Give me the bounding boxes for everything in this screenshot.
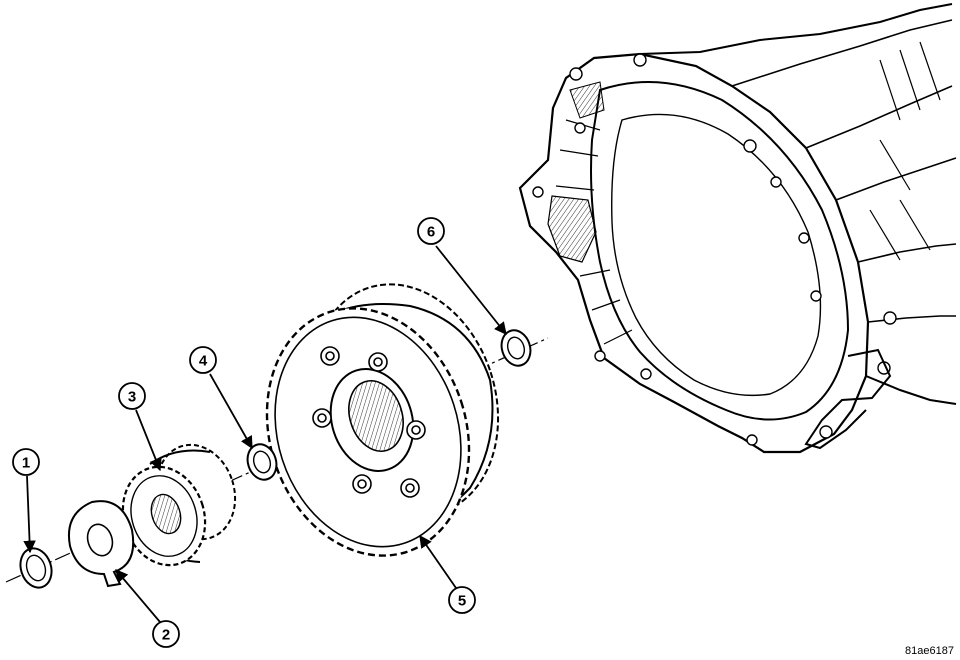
callout-1: 1 (12, 448, 40, 476)
leader-arrows (23, 245, 507, 623)
sun-gear (121, 443, 237, 567)
callout-2: 2 (152, 620, 180, 648)
leader-arrow-6 (435, 245, 507, 335)
callout-label-2: 2 (162, 627, 170, 644)
thrust-washer-6 (500, 329, 532, 367)
figure-id-label: 81ae6187 (905, 645, 954, 657)
leader-arrow-4 (209, 373, 253, 450)
callout-label-3: 3 (128, 389, 136, 406)
snap-ring-1 (19, 547, 53, 589)
callout-label-6: 6 (427, 224, 435, 241)
callout-6: 6 (417, 217, 445, 245)
callout-3: 3 (118, 382, 146, 410)
planetary-gear-carrier (265, 283, 500, 557)
thrust-washer (68, 500, 135, 588)
leader-arrow-3 (135, 409, 162, 472)
callout-5: 5 (448, 586, 476, 614)
leader-arrow-5 (419, 534, 457, 589)
thrust-washer-4 (246, 443, 278, 481)
callout-label-5: 5 (458, 593, 466, 610)
callout-label-1: 1 (22, 455, 30, 472)
leader-arrow-1 (23, 475, 36, 554)
callout-label-4: 4 (199, 353, 208, 370)
callout-4: 4 (189, 346, 217, 374)
transmission-case (518, 3, 957, 454)
leader-arrow-2 (115, 569, 161, 623)
